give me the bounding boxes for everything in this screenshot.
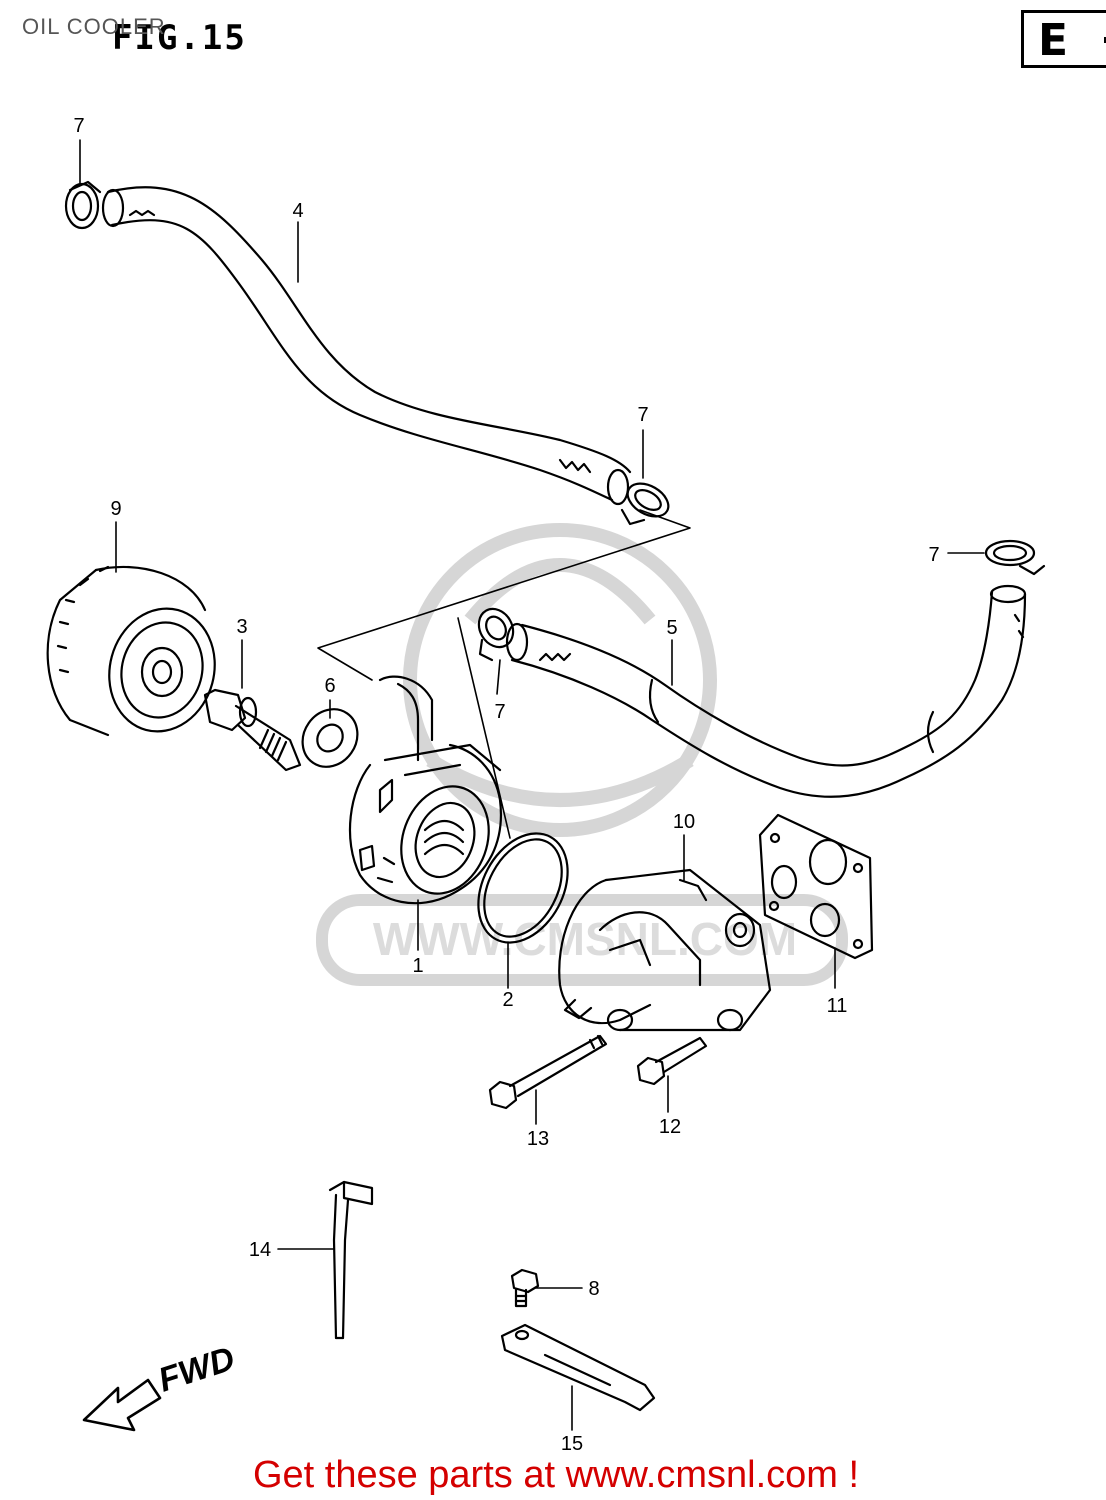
hose-upper-part-4 xyxy=(101,186,632,506)
cooler-cover-part-10 xyxy=(558,868,772,1032)
hose-clamp-part-7a xyxy=(64,180,102,230)
watermark-logo xyxy=(403,523,717,837)
figure-title: FIG.15 xyxy=(112,18,247,58)
callout-14: 14 xyxy=(249,1239,271,1261)
callout-7-middle: 7 xyxy=(637,404,648,426)
callout-12: 12 xyxy=(659,1116,681,1138)
hose-clamp-part-7c xyxy=(984,539,1046,576)
forward-arrow-icon xyxy=(82,1378,162,1432)
cmsnl-parts-link[interactable]: Get these parts at www.cmsnl.com ! xyxy=(252,1454,860,1496)
callout-11: 11 xyxy=(827,995,848,1017)
bolt-part-13 xyxy=(488,1034,608,1110)
callout-8: 8 xyxy=(588,1278,599,1300)
section-dash xyxy=(1104,37,1106,43)
hose-clamp-part-7d xyxy=(477,607,515,662)
gasket-part-11 xyxy=(758,813,874,960)
oil-cooler-part-1 xyxy=(348,675,502,905)
section-code-box: E xyxy=(1021,10,1106,68)
callout-15: 15 xyxy=(561,1433,583,1455)
callout-6: 6 xyxy=(324,675,335,697)
callout-3: 3 xyxy=(236,616,247,638)
bolt-part-8 xyxy=(510,1268,540,1308)
watermark-banner: WWW.CMSNL.COM xyxy=(316,894,848,986)
oil-filter-part-9 xyxy=(46,565,216,737)
hose-lower-part-5 xyxy=(505,584,1027,798)
callout-7-right: 7 xyxy=(928,544,939,566)
fwd-label: FWD xyxy=(154,1340,239,1400)
page-caption: OIL COOLER xyxy=(22,14,166,39)
section-code: E xyxy=(1038,15,1069,66)
hose-clamp-part-7b xyxy=(620,482,670,526)
o-ring-part-2 xyxy=(477,832,569,944)
callout-5: 5 xyxy=(666,617,677,639)
bracket-part-15 xyxy=(500,1323,656,1412)
callout-4: 4 xyxy=(292,200,303,222)
callout-9: 9 xyxy=(110,498,121,520)
connection-leader-lines xyxy=(317,509,691,839)
watermark-text: WWW.CMSNL.COM xyxy=(373,913,797,965)
bolt-part-12 xyxy=(636,1036,708,1086)
callout-leaders xyxy=(79,139,985,1431)
callout-1: 1 xyxy=(412,955,423,977)
callout-7-top-left: 7 xyxy=(73,115,84,137)
callout-7-lower: 7 xyxy=(494,701,505,723)
callout-2: 2 xyxy=(502,989,513,1011)
union-bolt-part-3 xyxy=(203,688,302,772)
cable-tie-part-14 xyxy=(328,1180,374,1340)
washer-part-6 xyxy=(301,708,359,768)
callout-13: 13 xyxy=(527,1128,549,1150)
callout-10: 10 xyxy=(673,811,695,833)
